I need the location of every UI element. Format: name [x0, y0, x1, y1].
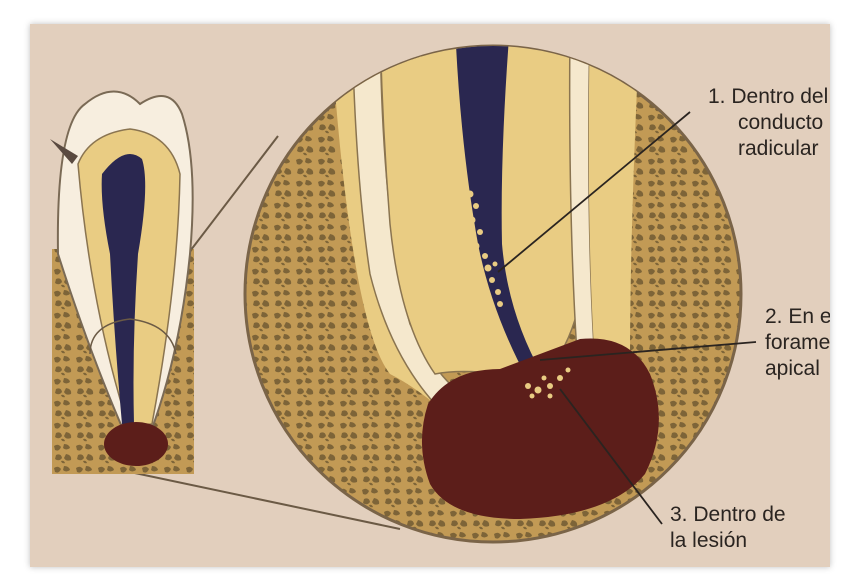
label-root-canal: 1. Dentro del conducto radicular [708, 84, 828, 162]
label-3-line-1: 3. Dentro de [670, 502, 786, 528]
small-lesion [104, 422, 168, 466]
diagram-frame: 1. Dentro del conducto radicular 2. En e… [30, 24, 830, 567]
label-2-line-3: apical [765, 356, 830, 382]
label-2-line-1: 2. En el [765, 304, 830, 330]
label-apical-foramen: 2. En el foramen apical [765, 304, 830, 382]
label-2-line-2: foramen [765, 330, 830, 356]
label-3-line-2: la lesión [670, 528, 786, 554]
label-1-line-1: 1. Dentro del [708, 84, 828, 110]
label-1-line-3: radicular [708, 136, 828, 162]
label-1-line-2: conducto [708, 110, 828, 136]
label-lesion: 3. Dentro de la lesión [670, 502, 786, 554]
magnified-view [245, 24, 741, 542]
small-tooth [50, 92, 194, 475]
